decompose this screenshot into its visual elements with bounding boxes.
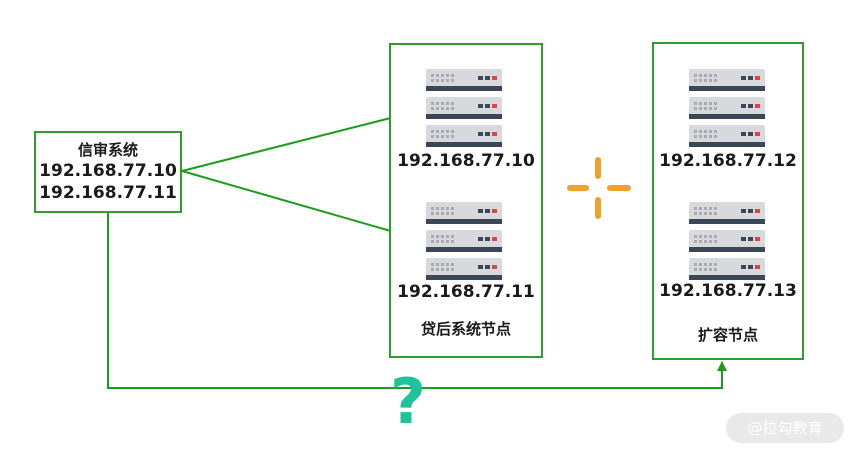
post-loan-server-1-ip: 192.168.77.10 bbox=[397, 151, 535, 171]
post-loan-nodes-label: 贷后系统节点 bbox=[420, 320, 511, 338]
expansion-nodes-box bbox=[652, 42, 804, 360]
server-rack-icon bbox=[689, 202, 765, 280]
plus-sparkle-icon bbox=[567, 157, 631, 219]
arrow-to-expansion-nodes bbox=[107, 212, 727, 389]
post-loan-server-2-ip: 192.168.77.11 bbox=[397, 282, 535, 302]
server-rack-icon bbox=[426, 69, 502, 147]
credit-system-title: 信审系统 bbox=[77, 141, 138, 159]
expansion-server-2-ip: 192.168.77.13 bbox=[659, 281, 797, 301]
credit-system-ip-1: 192.168.77.10 bbox=[39, 161, 177, 181]
server-rack-icon bbox=[426, 202, 502, 280]
credit-system-box bbox=[34, 131, 182, 213]
credit-system-ip-2: 192.168.77.11 bbox=[39, 183, 177, 203]
post-loan-nodes-box bbox=[389, 43, 543, 358]
question-mark-icon: ? bbox=[390, 365, 426, 438]
arrow-to-server-2 bbox=[181, 170, 423, 243]
arrow-to-server-1 bbox=[181, 107, 423, 172]
expansion-server-1-ip: 192.168.77.12 bbox=[659, 151, 797, 171]
server-rack-icon bbox=[689, 69, 765, 147]
watermark-badge: @拉勾教育 bbox=[726, 413, 844, 443]
expansion-nodes-label: 扩容节点 bbox=[697, 326, 758, 344]
